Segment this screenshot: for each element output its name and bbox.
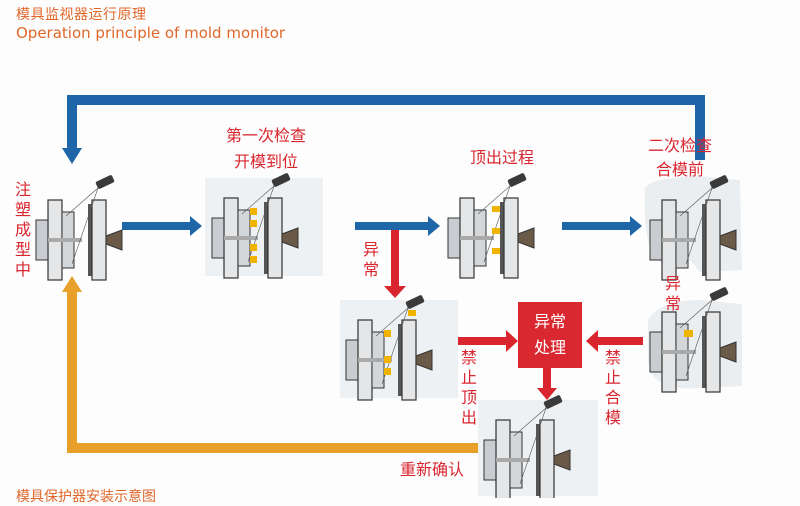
label-abnormal-close: 异常 <box>664 274 681 313</box>
handling-line2: 处理 <box>533 338 566 357</box>
machine-first-check <box>211 171 299 279</box>
blue-arrow-2-head <box>428 216 440 236</box>
machine-abnormal-close <box>649 285 737 393</box>
blue-return-arrow <box>67 95 705 160</box>
blue-arrow-3-head <box>630 216 642 236</box>
red-handling-down-head <box>537 388 557 400</box>
handling-line1: 异常 <box>533 312 566 331</box>
machine-abnormal-eject <box>345 293 433 401</box>
blue-arrow-3-shaft <box>562 222 632 230</box>
red-left-arrow-head <box>586 330 598 352</box>
label-forbid-close: 禁止合模 <box>604 348 621 427</box>
abnormal-handling-box: 异常 处理 <box>518 302 582 368</box>
red-down-arrow-shaft <box>391 230 399 288</box>
blue-arrow-2-shaft <box>355 222 430 230</box>
machine-molding <box>35 173 123 281</box>
label-first-check-line2: 开模到位 <box>234 152 299 171</box>
orange-return-arrowhead <box>62 276 82 292</box>
label-second-check-line2: 合模前 <box>656 160 705 179</box>
ejected-part <box>250 208 257 215</box>
footer-caption: 模具保护器安装示意图 <box>16 489 156 505</box>
orange-return-arrow <box>67 290 480 453</box>
blue-arrow-1-head <box>190 216 202 236</box>
label-forbid-eject: 禁止顶出 <box>460 348 477 427</box>
label-ejection: 顶出过程 <box>470 148 535 167</box>
red-handling-down-shaft <box>543 368 551 390</box>
machine-ejection <box>447 171 535 279</box>
title-en: Operation principle of mold monitor <box>16 24 286 42</box>
red-left-arrow-shaft <box>598 337 643 345</box>
blue-arrow-1-shaft <box>122 222 192 230</box>
title-cn: 模具监视器运行原理 <box>16 7 147 23</box>
label-abnormal-eject: 异常 <box>362 240 379 279</box>
label-molding: 注塑成型中 <box>14 180 31 279</box>
red-right-arrow-head <box>506 330 518 352</box>
label-first-check-line1: 第一次检查 <box>226 126 307 145</box>
label-reconfirm: 重新确认 <box>400 460 465 479</box>
label-second-check-line1: 二次检查 <box>648 136 713 155</box>
red-right-arrow-shaft <box>458 337 508 345</box>
blue-return-arrowhead <box>62 148 82 164</box>
red-down-arrow-head <box>384 286 406 298</box>
